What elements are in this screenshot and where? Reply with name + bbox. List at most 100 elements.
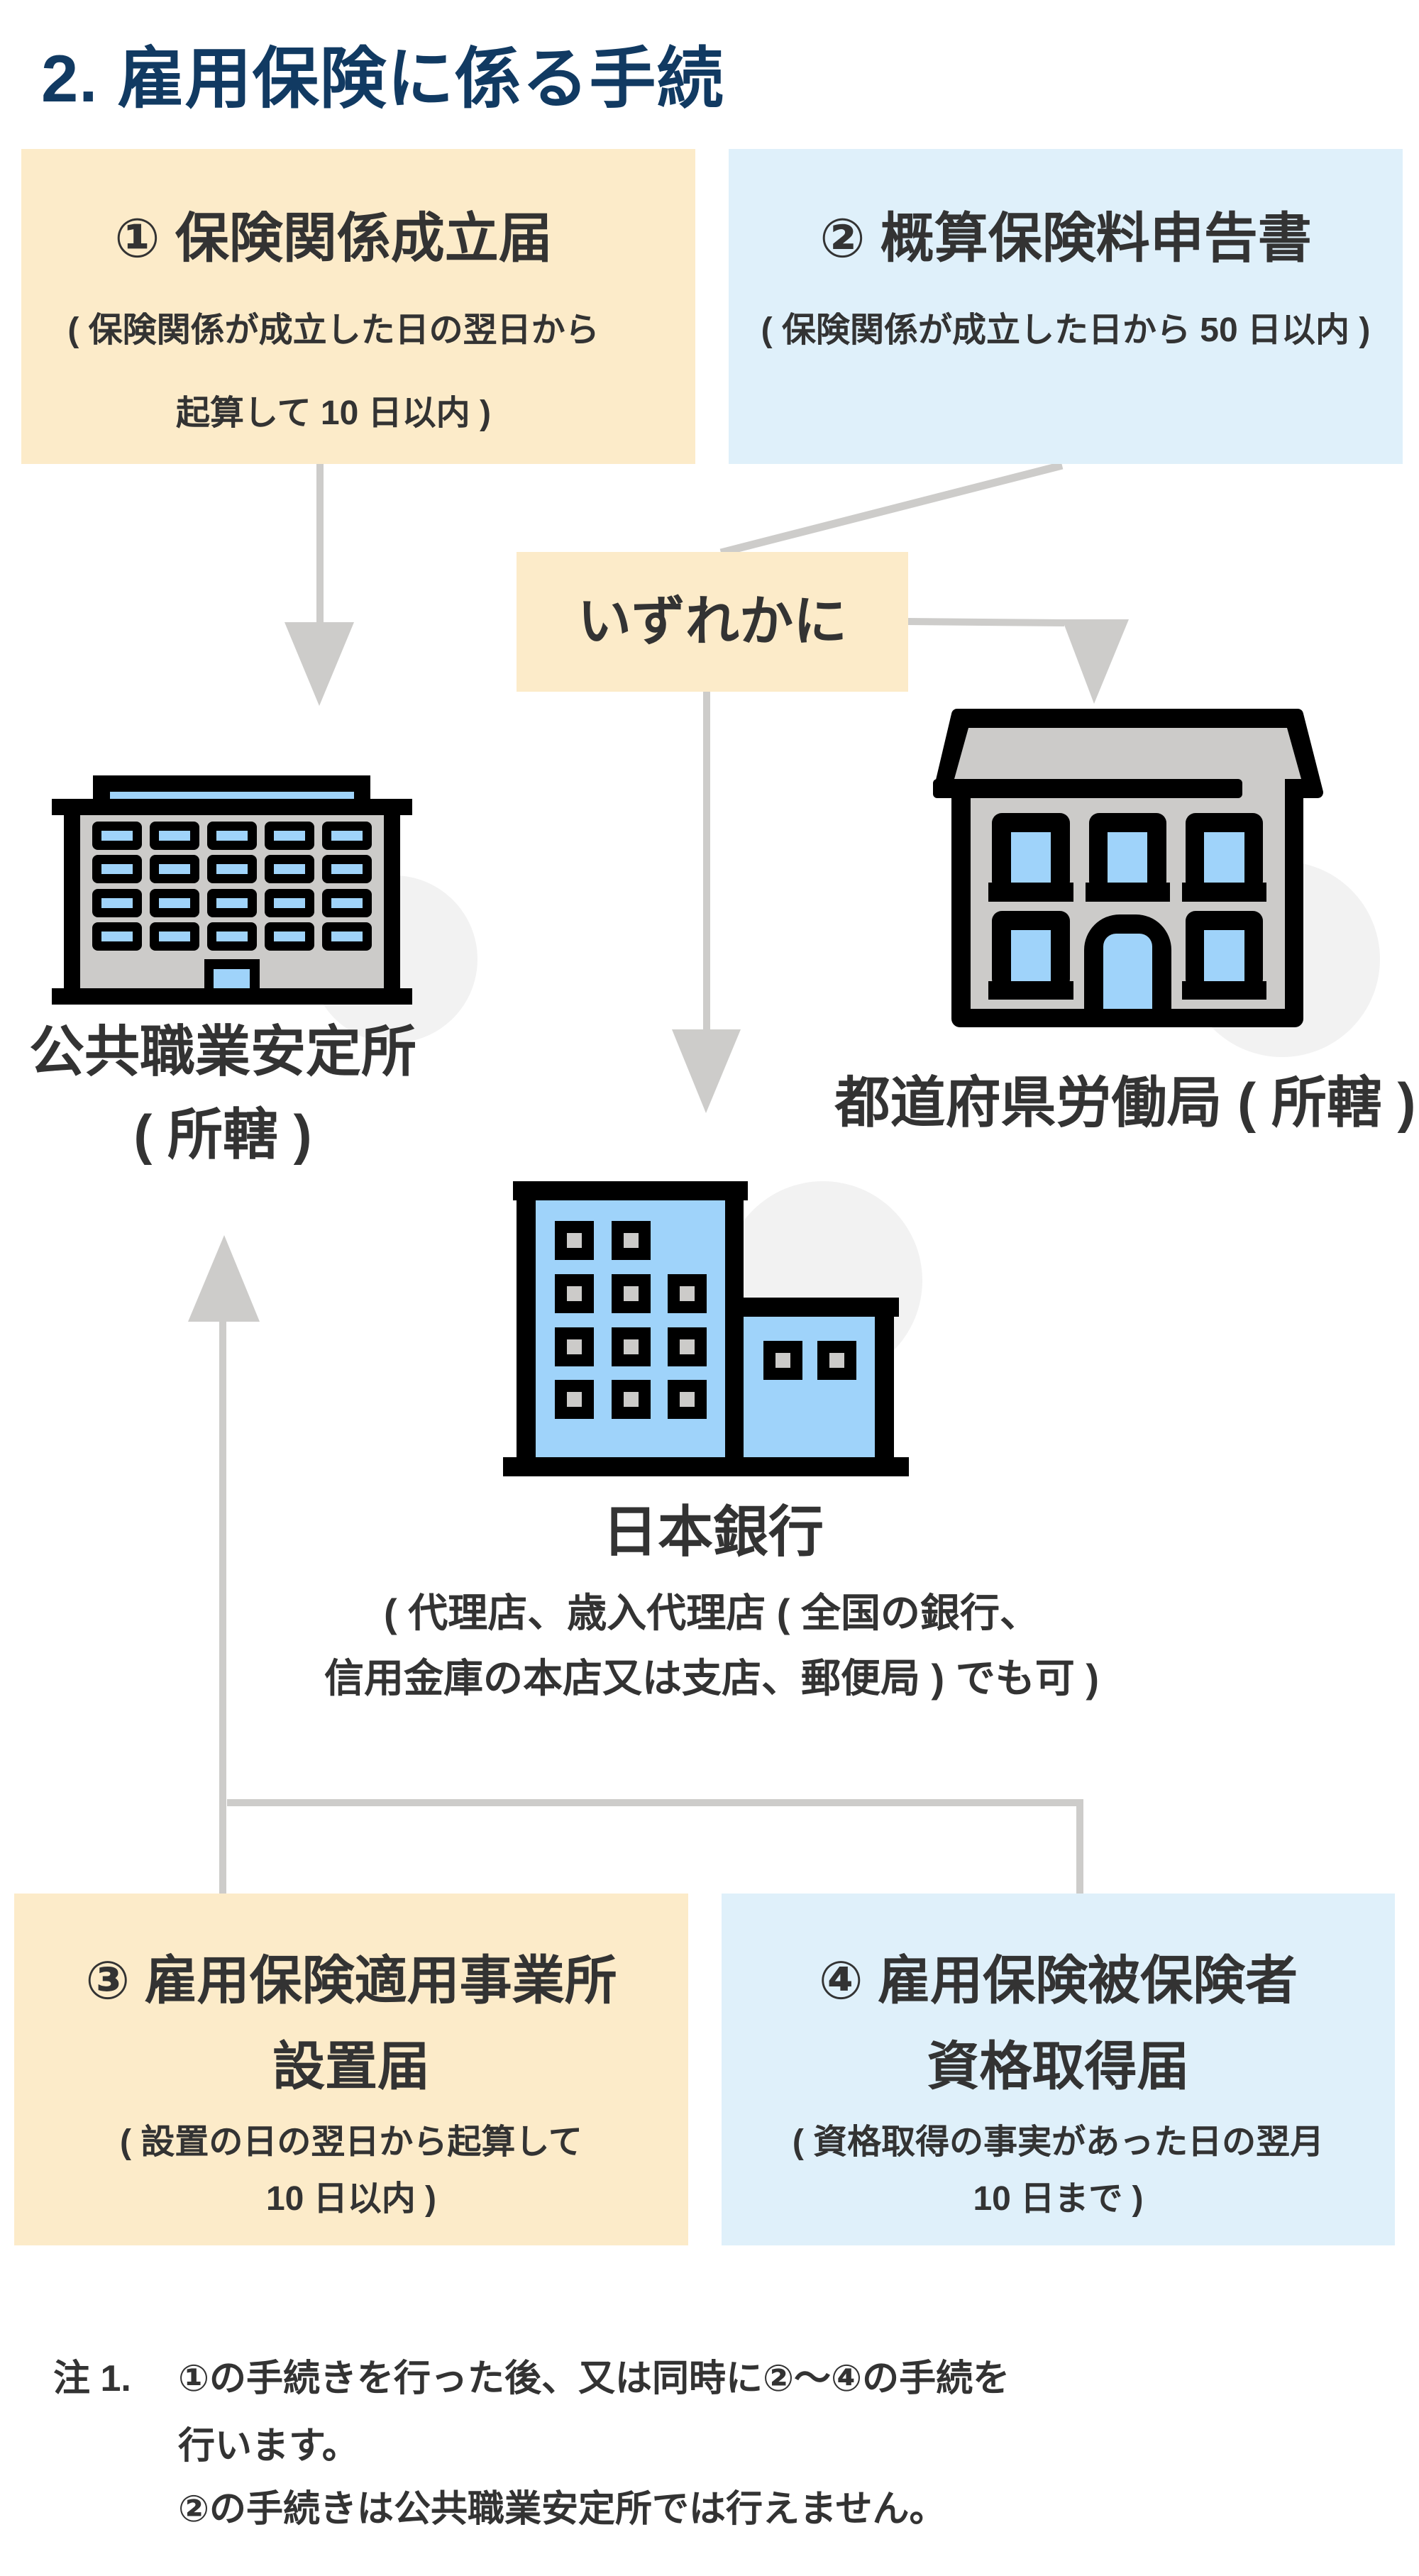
window <box>322 822 372 850</box>
window <box>612 1380 651 1419</box>
window-glass <box>331 831 363 841</box>
hello-work-name: 公共職業安定所 <box>28 1020 416 1083</box>
window-glass <box>1011 832 1051 883</box>
procedure-deadline: ( 設置の日の翌日から起算して <box>120 2123 582 2161</box>
choice-box: いずれかに <box>517 552 908 692</box>
window-glass <box>274 898 305 908</box>
window-glass <box>274 864 305 874</box>
window-glass <box>159 932 190 941</box>
window <box>322 889 372 917</box>
window <box>668 1380 707 1419</box>
window-sill <box>1182 981 1266 1000</box>
window <box>555 1380 594 1419</box>
window-glass <box>624 1392 639 1407</box>
connector-procedure2-to-choice <box>719 461 1064 557</box>
window <box>92 922 142 951</box>
window-glass <box>274 932 305 941</box>
window-glass <box>567 1339 582 1354</box>
procedure-deadline: ( 保険関係が成立した日の翌日から <box>67 311 600 349</box>
hello-work-windows <box>92 822 372 951</box>
window-glass <box>159 898 190 908</box>
window <box>265 922 314 951</box>
window-glass <box>829 1353 844 1368</box>
footnote-label: 注 1. <box>53 2358 131 2399</box>
window-glass <box>101 898 133 908</box>
window <box>207 822 257 850</box>
footnote-line: ②の手続きは公共職業安定所では行えません。 <box>178 2489 946 2530</box>
window-glass <box>101 864 133 874</box>
window-sill <box>1182 883 1266 902</box>
procedure-title: ① 保険関係成立届 <box>114 209 553 269</box>
window <box>988 813 1073 902</box>
bank-name: 日本銀行 <box>602 1500 824 1563</box>
window <box>322 922 372 951</box>
procedure-title: ② 概算保険料申告書 <box>819 209 1312 269</box>
arrow-down-icon <box>672 1029 741 1113</box>
building-annex-facade <box>744 1317 875 1457</box>
window-glass <box>216 864 248 874</box>
bank-agents-note: ( 代理店、歳入代理店 ( 全国の銀行、 <box>384 1591 1039 1635</box>
procedure-box-4: ④ 雇用保険被保険者 資格取得届 ( 資格取得の事実があった日の翌月 10 日ま… <box>722 1894 1395 2245</box>
window <box>92 855 142 883</box>
building-tower-roof <box>513 1181 748 1200</box>
building-door <box>214 969 250 988</box>
building-wall-right <box>384 815 400 988</box>
window-glass <box>567 1286 582 1301</box>
window-glass <box>624 1286 639 1301</box>
window-sill <box>988 981 1073 1000</box>
procedure-deadline: 10 日以内 ) <box>265 2180 437 2218</box>
window <box>92 889 142 917</box>
procedure-box-3: ③ 雇用保険適用事業所 設置届 ( 設置の日の翌日から起算して 10 日以内 ) <box>14 1894 688 2245</box>
procedure-box-1: ① 保険関係成立届 ( 保険関係が成立した日の翌日から 起算して 10 日以内 … <box>21 149 695 464</box>
window <box>322 855 372 883</box>
window <box>150 822 199 850</box>
government-building-icon <box>933 709 1323 1027</box>
building-base <box>52 988 412 1005</box>
arrow-down-icon <box>1062 619 1129 704</box>
window <box>1086 813 1170 902</box>
building-wall-left <box>64 815 80 988</box>
window <box>1182 911 1266 1000</box>
window-glass <box>680 1392 695 1407</box>
window <box>555 1327 594 1366</box>
window <box>265 889 314 917</box>
window-glass <box>101 831 133 841</box>
arrow-up-icon <box>188 1235 260 1322</box>
window-glass <box>216 831 248 841</box>
window <box>668 1327 707 1366</box>
hello-work-jurisdiction: ( 所轄 ) <box>133 1103 312 1166</box>
window-glass <box>775 1353 790 1368</box>
window-glass <box>680 1339 695 1354</box>
window <box>763 1341 802 1380</box>
office-building-icon <box>52 775 412 1005</box>
window-glass <box>1011 930 1051 981</box>
procedure-deadline: ( 保険関係が成立した日から 50 日以内 ) <box>761 311 1371 349</box>
window-glass <box>1108 832 1147 883</box>
window <box>207 855 257 883</box>
procedure-deadline: ( 資格取得の事実があった日の翌月 <box>792 2123 1325 2161</box>
connector-line-vertical-left <box>219 1321 226 1894</box>
building-eave-bar <box>933 779 1242 798</box>
window-glass <box>274 831 305 841</box>
building-penthouse-glass <box>110 792 354 799</box>
window <box>265 822 314 850</box>
building-annex-wall <box>875 1317 894 1457</box>
connector-line-horizontal <box>227 1799 1083 1806</box>
window-glass <box>331 932 363 941</box>
window <box>150 889 199 917</box>
bank-agents-note: 信用金庫の本店又は支店、郵便局 ) でも可 ) <box>324 1656 1099 1701</box>
window <box>265 855 314 883</box>
window <box>150 922 199 951</box>
window-glass <box>567 1233 582 1248</box>
window-glass <box>159 831 190 841</box>
connector-line <box>316 464 324 623</box>
window <box>207 889 257 917</box>
window-glass <box>567 1392 582 1407</box>
window-glass <box>331 864 363 874</box>
window-glass <box>1204 832 1244 883</box>
window-sill <box>988 883 1073 902</box>
window-sill <box>1086 883 1170 902</box>
window <box>1182 813 1266 902</box>
procedure-title: 設置届 <box>272 2037 430 2096</box>
